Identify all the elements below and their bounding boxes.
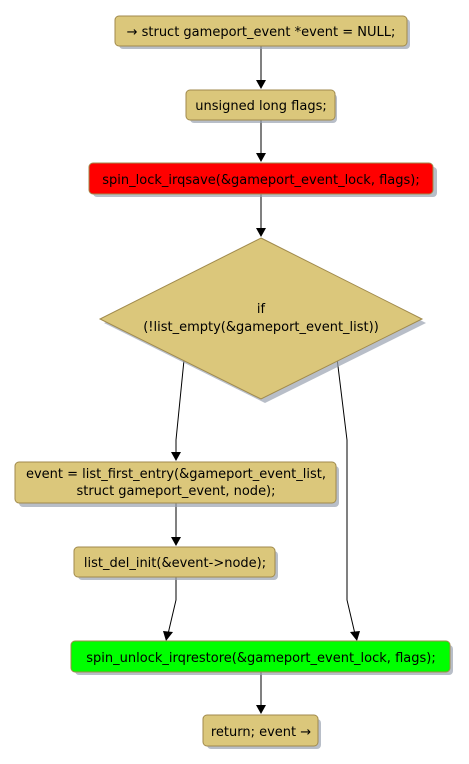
node-unlock-label: spin_unlock_irqrestore(&gameport_event_l… (86, 651, 435, 666)
node-condition-line1: if (257, 302, 266, 317)
node-return: return; event → (202, 714, 321, 749)
node-flags: unsigned long flags; (185, 89, 337, 123)
node-first-entry-line1: event = list_first_entry(&gameport_event… (26, 467, 326, 482)
arrowhead-flags (256, 80, 266, 89)
edge-condition-true-to-first-entry (175, 359, 185, 454)
edge-del-init-to-unlock (167, 577, 177, 635)
node-del-init-label: list_del_init(&event->node); (84, 556, 266, 571)
node-first-entry-box (14, 461, 337, 504)
arrowhead-unlock-right (350, 631, 360, 641)
node-start-box (114, 15, 408, 47)
node-flags-box (185, 89, 336, 121)
node-first-entry-line2: struct gameport_event, node); (76, 484, 275, 499)
node-del-init: list_del_init(&event->node); (73, 546, 278, 580)
node-return-box (202, 714, 319, 747)
node-condition-diamond (98, 237, 424, 400)
node-flags-label: unsigned long flags; (195, 99, 327, 114)
node-del-init-box (73, 546, 276, 578)
node-unlock-box (70, 640, 451, 673)
edges (163, 46, 360, 714)
node-condition: if (!list_empty(&gameport_event_list)) (98, 237, 426, 403)
arrowhead-unlock-left (163, 631, 173, 641)
node-lock: spin_lock_irqsave(&gameport_event_lock, … (88, 162, 437, 197)
arrowhead-condition (256, 228, 266, 237)
arrowhead-del-init (171, 537, 181, 546)
node-unlock: spin_unlock_irqrestore(&gameport_event_l… (70, 640, 453, 675)
node-first-entry: event = list_first_entry(&gameport_event… (14, 461, 339, 507)
node-lock-box (88, 162, 434, 195)
node-return-label: return; event → (211, 725, 311, 740)
arrowhead-return (256, 705, 266, 714)
node-condition-line2: (!list_empty(&gameport_event_list)) (143, 320, 379, 335)
arrowhead-first-entry (171, 452, 181, 461)
arrowhead-lock (256, 153, 266, 162)
node-start-label: → struct gameport_event *event = NULL; (127, 25, 396, 40)
edge-condition-false-to-unlock (336, 357, 356, 635)
node-lock-label: spin_lock_irqsave(&gameport_event_lock, … (102, 173, 419, 188)
node-start: → struct gameport_event *event = NULL; (114, 15, 410, 49)
